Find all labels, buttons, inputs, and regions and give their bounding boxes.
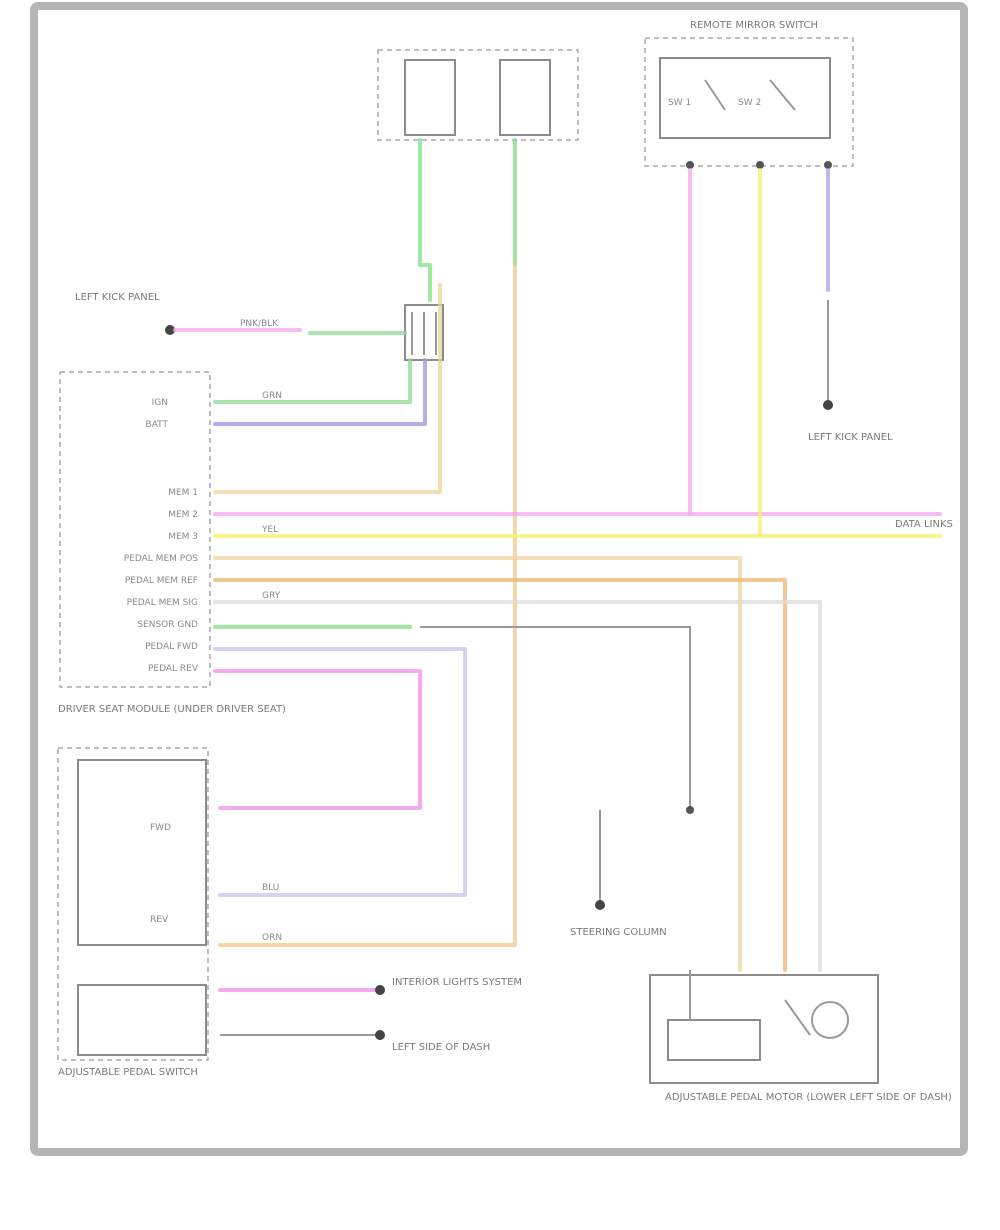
- wire-orange-right: [218, 263, 517, 947]
- wire-orange-mem1: [213, 283, 442, 494]
- wire-label-gray: GRY: [262, 591, 281, 601]
- wire-orange-pedal-ref: [213, 578, 787, 972]
- mirror-switch-label-2: SW 2: [738, 98, 761, 108]
- remote-mirror-switch: REMOTE MIRROR SWITCH SW 1 SW 2: [644, 20, 854, 169]
- pin-label-6: PEDAL MEM REF: [125, 576, 198, 586]
- pin-label-9: PEDAL FWD: [145, 642, 198, 652]
- steering-column-label: STEERING COLUMN: [570, 927, 667, 938]
- adjustable-pedal-switch: FWD REV ADJUSTABLE PEDAL SWITCH: [57, 747, 209, 1078]
- wire-label-yellow: YEL: [261, 525, 278, 535]
- adjustable-pedal-motor: ADJUSTABLE PEDAL MOTOR (LOWER LEFT SIDE …: [649, 974, 952, 1103]
- wire-pink-pedal-rev: [213, 669, 422, 810]
- wire-lavender-pedal-fwd: [213, 647, 467, 897]
- diagram-frame: [30, 2, 968, 1156]
- driver-seat-module-title: DRIVER SEAT MODULE (UNDER DRIVER SEAT): [58, 704, 286, 715]
- pin-label-0: IGN: [152, 398, 168, 408]
- sensor-ground-line: [420, 626, 691, 810]
- driver-seat-module: DRIVER SEAT MODULE (UNDER DRIVER SEAT) I…: [58, 371, 286, 715]
- wire-label-orange: ORN: [262, 933, 282, 943]
- wire-label-pink: PNK/BLK: [240, 319, 279, 329]
- left-kick-ground-label: LEFT KICK PANEL: [808, 432, 893, 443]
- wire-gray-pedal-sig: [213, 600, 822, 972]
- pin-label-7: PEDAL MEM SIG: [127, 598, 198, 608]
- left-kick-panel: LEFT KICK PANEL: [75, 292, 407, 335]
- pin-label-1: BATT: [146, 420, 169, 430]
- pin-label-5: PEDAL MEM POS: [124, 554, 199, 564]
- wire-orange-pedal-pos: [213, 556, 742, 972]
- ground-lower-left-label: LEFT SIDE OF DASH: [392, 1042, 490, 1053]
- adjustable-pedal-switch-title: ADJUSTABLE PEDAL SWITCH: [58, 1067, 198, 1078]
- wire-label-green: GRN: [262, 391, 282, 401]
- pin-label-3: MEM 2: [168, 510, 198, 520]
- pin-label-4: MEM 3: [168, 532, 198, 542]
- connector-stack: [404, 304, 444, 361]
- left-kick-panel-label: LEFT KICK PANEL: [75, 292, 160, 303]
- pedal-switch-label-fwd: FWD: [150, 823, 171, 833]
- pedal-motor-title: ADJUSTABLE PEDAL MOTOR (LOWER LEFT SIDE …: [665, 1092, 952, 1103]
- data-links-label: DATA LINKS: [895, 519, 953, 530]
- pin-label-8: SENSOR GND: [137, 620, 198, 630]
- pin-label-10: PEDAL REV: [148, 664, 199, 674]
- wire-green-ign: [213, 358, 412, 404]
- pedal-switch-label-rev: REV: [150, 915, 169, 925]
- wire-blue-batt: [213, 358, 427, 426]
- pin-label-2: MEM 1: [168, 488, 198, 498]
- wire-label-blue: BLU: [262, 883, 279, 893]
- wire-green-relay-left: [418, 138, 432, 302]
- remote-mirror-switch-title: REMOTE MIRROR SWITCH: [690, 20, 818, 31]
- relay-block: [377, 49, 579, 141]
- mirror-switch-label-1: SW 1: [668, 98, 691, 108]
- interior-lights-label: INTERIOR LIGHTS SYSTEM: [392, 977, 522, 988]
